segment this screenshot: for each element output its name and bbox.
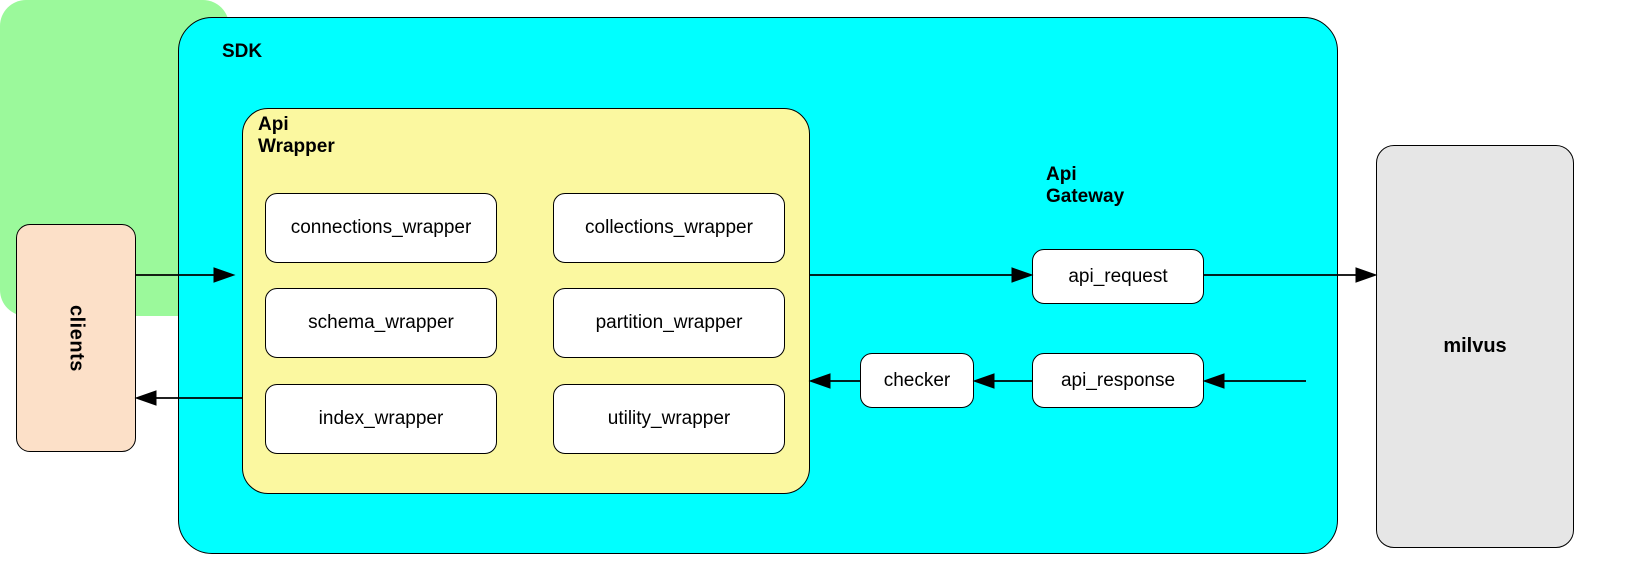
module-api-request[interactable]: api_request [1032,249,1204,304]
module-connections-wrapper[interactable]: connections_wrapper [265,193,497,263]
clients-label: clients [65,304,88,372]
module-label: checker [883,369,951,391]
module-schema-wrapper[interactable]: schema_wrapper [265,288,497,358]
module-label: api_response [1060,369,1176,391]
module-api-response[interactable]: api_response [1032,353,1204,408]
module-label: schema_wrapper [308,312,454,333]
milvus-label: milvus [1443,335,1507,357]
module-utility-wrapper[interactable]: utility_wrapper [553,384,785,454]
clients-node[interactable]: clients [16,224,136,452]
module-index-wrapper[interactable]: index_wrapper [265,384,497,454]
module-checker[interactable]: checker [860,353,974,408]
module-label: utility_wrapper [607,408,731,429]
milvus-node[interactable]: milvus [1376,145,1574,548]
module-label: index_wrapper [318,408,444,429]
module-label: partition_wrapper [595,312,743,333]
module-label: connections_wrapper [290,217,472,238]
module-partition-wrapper[interactable]: partition_wrapper [553,288,785,358]
module-label: collections_wrapper [585,217,753,238]
module-label: api_request [1068,265,1168,287]
module-collections-wrapper[interactable]: collections_wrapper [553,193,785,263]
